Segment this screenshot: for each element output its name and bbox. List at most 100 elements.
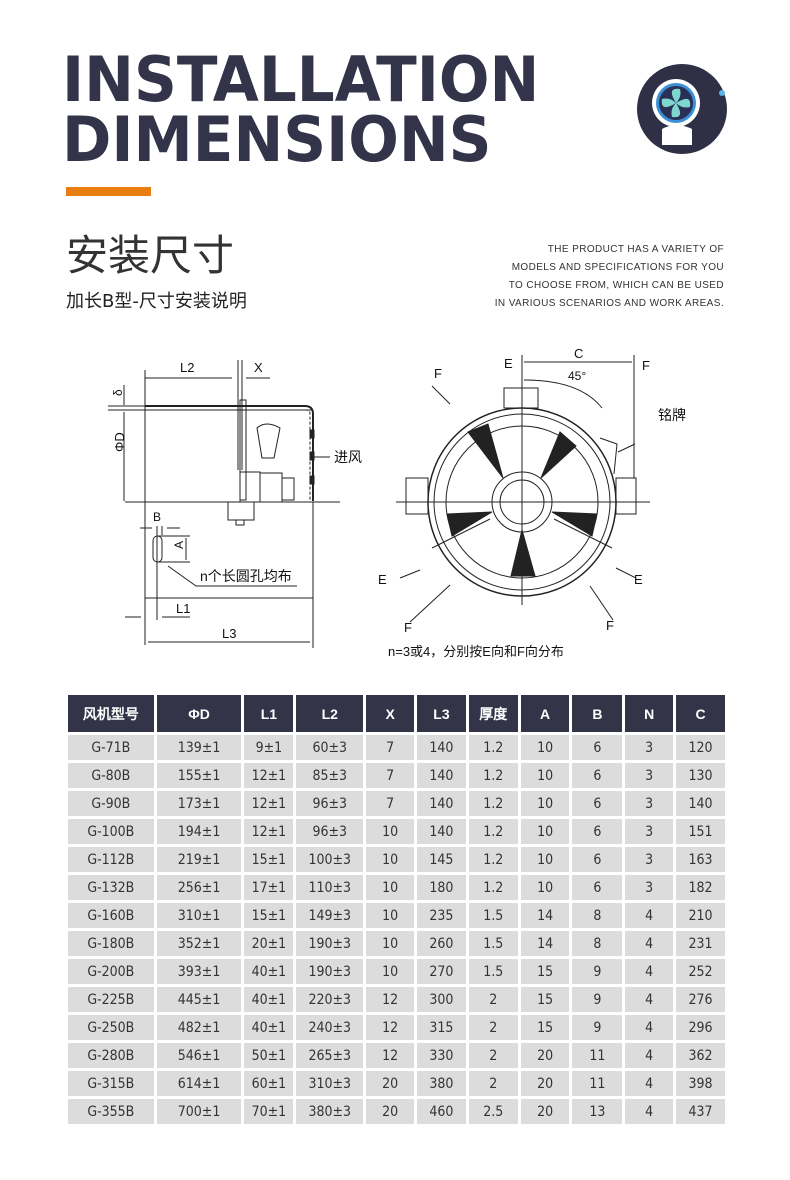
table-cell: 6 [572,735,623,760]
table-cell: 3 [625,847,674,872]
table-cell: 163 [676,847,725,872]
table-cell: G-80B [68,763,154,788]
table-cell: 220±3 [296,987,364,1012]
table-cell: 1.2 [468,763,518,788]
table-cell: 70±1 [244,1099,294,1124]
table-cell: 398 [676,1071,725,1096]
table-cell: 2 [468,1015,518,1040]
table-cell: 11 [572,1071,623,1096]
table-cell: 380±3 [296,1099,364,1124]
column-header: L1 [244,695,294,732]
table-cell: 3 [625,819,674,844]
table-cell: 1.2 [468,791,518,816]
table-cell: 194±1 [156,819,242,844]
table-cell: 139±1 [156,735,242,760]
label-b: B [153,510,161,524]
table-cell: 437 [676,1099,725,1124]
table-cell: 270 [417,959,466,984]
table-cell: 265±3 [296,1043,364,1068]
table-cell: G-112B [68,847,154,872]
table-cell: 3 [625,763,674,788]
label-c: C [574,346,583,361]
table-cell: 15 [520,1015,570,1040]
table-cell: G-200B [68,959,154,984]
label-nameplate: 铭牌 [658,407,686,423]
installation-diagram: L2 X δ ΦD 进风 B A n个长圆孔均布 L1 L3 C E F 45° [108,346,686,659]
table-cell: 380 [417,1071,466,1096]
table-cell: 9 [572,959,623,984]
column-header: N [625,695,674,732]
table-cell: 2 [468,1043,518,1068]
table-cell: G-132B [68,875,154,900]
table-cell: 15 [520,987,570,1012]
label-x: X [254,360,263,375]
title-line-2: DIMENSIONS [62,103,492,176]
label-f-top-left: F [434,366,442,381]
table-cell: G-180B [68,931,154,956]
table-cell: 210 [676,903,725,928]
description-line: MODELS AND SPECIFICATIONS FOR YOU [511,262,724,273]
table-cell: 352±1 [156,931,242,956]
table-cell: 6 [572,791,623,816]
table-cell: 2 [468,987,518,1012]
table-cell: 20 [520,1071,570,1096]
table-cell: 182 [676,875,725,900]
table-cell: 252 [676,959,725,984]
table-cell: 460 [417,1099,466,1124]
column-header: X [366,695,415,732]
accent-bar [66,187,151,196]
label-l3: L3 [222,626,236,641]
table-cell: G-315B [68,1071,154,1096]
table-cell: 7 [366,735,415,760]
table-cell: 310±1 [156,903,242,928]
table-cell: 4 [625,1071,674,1096]
table-cell: 1.5 [468,959,518,984]
table-cell: 40±1 [244,987,294,1012]
table-cell: 3 [625,875,674,900]
column-header: L3 [417,695,466,732]
table-cell: G-250B [68,1015,154,1040]
table-cell: 445±1 [156,987,242,1012]
table-cell: 14 [520,931,570,956]
table-cell: 700±1 [156,1099,242,1124]
label-angle: 45° [568,369,586,383]
column-header: 风机型号 [68,695,154,732]
table-cell: 10 [366,847,415,872]
table-cell: 219±1 [156,847,242,872]
table-cell: 12±1 [244,819,294,844]
table-cell: 310±3 [296,1071,364,1096]
table-cell: 140 [417,735,466,760]
table-cell: 1.2 [468,875,518,900]
table-cell: 330 [417,1043,466,1068]
label-e-right: E [634,572,643,587]
table-cell: 362 [676,1043,725,1068]
table-cell: 20 [366,1099,415,1124]
table-cell: 8 [572,931,623,956]
label-holes: n个长圆孔均布 [200,568,292,584]
table-cell: 140 [417,763,466,788]
table-cell: 13 [572,1099,623,1124]
table-cell: 4 [625,931,674,956]
table-cell: 20±1 [244,931,294,956]
table-cell: 1.5 [468,903,518,928]
label-e-left: E [378,572,387,587]
table-cell: 149±3 [296,903,364,928]
table-cell: 12±1 [244,763,294,788]
table-cell: 6 [572,819,623,844]
table-cell: 3 [625,791,674,816]
table-cell: 260 [417,931,466,956]
column-header: ΦD [156,695,242,732]
table-cell: 10 [520,847,570,872]
column-header: B [572,695,623,732]
table-cell: 155±1 [156,763,242,788]
table-cell: 6 [572,875,623,900]
